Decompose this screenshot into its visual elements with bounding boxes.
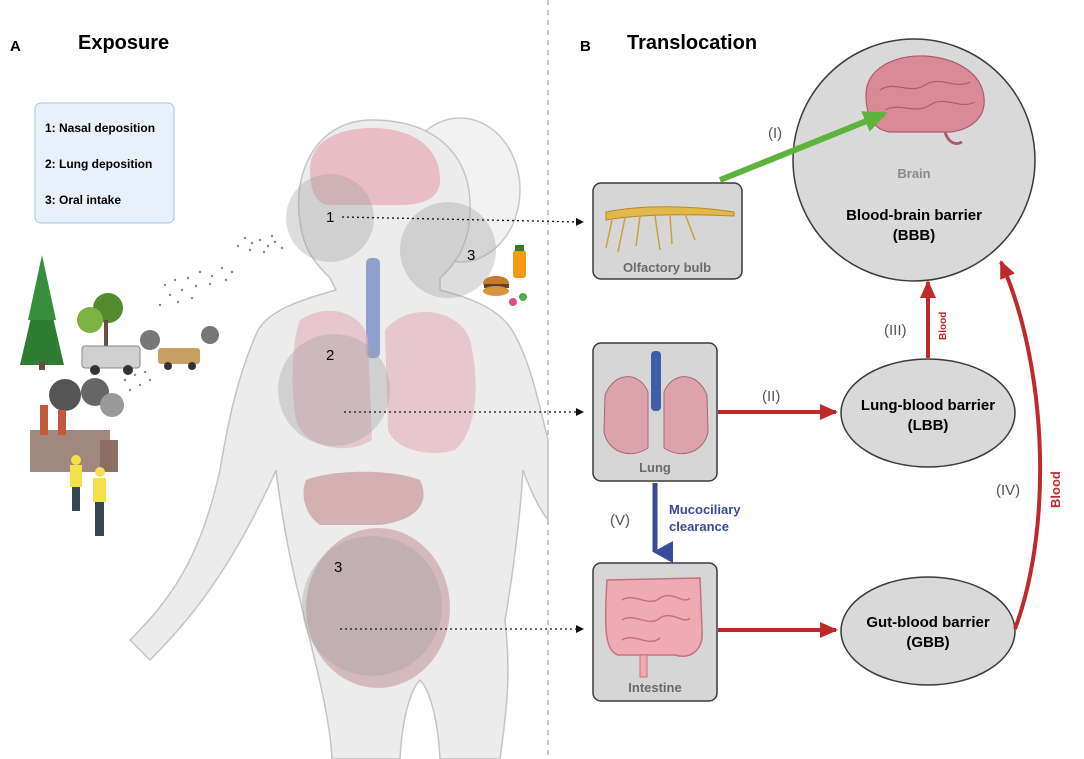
route-III-label: (III) (884, 322, 907, 339)
mucociliary-label-line1: Mucociliary (669, 502, 741, 517)
panel-b-letter: B (580, 38, 591, 55)
lung-blood-barrier-node (840, 358, 1016, 468)
connector-nasal-to-olfactory (341, 216, 584, 226)
site-number-nasal: 1 (326, 209, 334, 226)
route-I-label: (I) (768, 125, 782, 142)
olfactory-bulb-box (592, 182, 743, 280)
nasal-site-circle (286, 174, 374, 262)
gut-blood-barrier-node (840, 576, 1016, 686)
panel-b-title: Translocation (627, 32, 757, 54)
panel-a-title: Exposure (78, 32, 169, 54)
gbb-label-line1: Gut-blood barrier (866, 614, 989, 631)
route-I-arrow (718, 111, 888, 183)
site-number-lung: 2 (326, 347, 334, 364)
legend-item-lung: 2: Lung deposition (45, 157, 152, 171)
olfactory-bulb-label: Olfactory bulb (623, 260, 711, 275)
legend-item-oral: 3: Oral intake (45, 193, 121, 207)
human-body-illustration (128, 117, 549, 759)
bbb-label-line1: Blood-brain barrier (846, 207, 982, 224)
gbb-label-line2: (GBB) (906, 634, 949, 651)
intestine-icon (604, 577, 703, 678)
route-IV-label: (IV) (996, 482, 1020, 499)
lung-site-circle (278, 334, 390, 446)
route-IV-arrow (999, 260, 1043, 630)
environment-illustration (20, 234, 284, 536)
exposure-legend-box (34, 102, 175, 224)
route-III-blood-label: Blood (938, 312, 949, 340)
route-V-label: (V) (610, 512, 630, 529)
lung-icon (603, 351, 709, 455)
food-icon (483, 245, 527, 306)
bbb-label-line2: (BBB) (893, 227, 936, 244)
oral-site-circle-head (400, 202, 496, 298)
lung-label: Lung (639, 460, 671, 475)
brain-icon (865, 55, 985, 146)
intestine-label: Intestine (628, 680, 681, 695)
panel-a-letter: A (10, 38, 21, 55)
lbb-label-line1: Lung-blood barrier (861, 397, 995, 414)
site-number-oral-gut: 3 (334, 559, 342, 576)
mucociliary-label-line2: clearance (669, 519, 729, 534)
lbb-label-line2: (LBB) (908, 417, 949, 434)
gut-site-circle (302, 536, 442, 676)
particle-cloud (123, 234, 284, 392)
olfactory-bulb-icon (605, 206, 735, 253)
legend-item-nasal: 1: Nasal deposition (45, 121, 155, 135)
route-II-label: (II) (762, 388, 780, 405)
site-number-oral-head: 3 (467, 247, 475, 264)
route-IV-blood-label: Blood (1048, 471, 1063, 508)
brain-label: Brain (897, 166, 930, 181)
